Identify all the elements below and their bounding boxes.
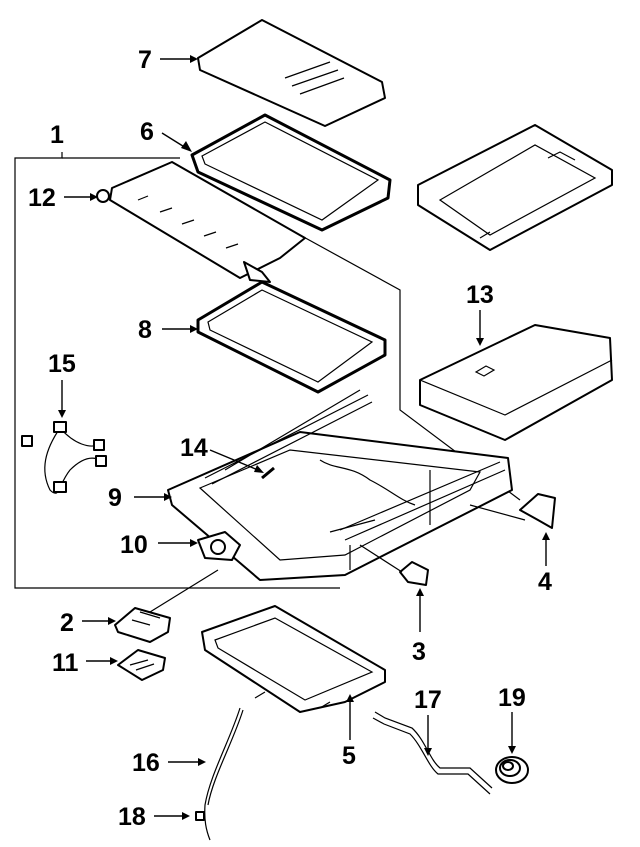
roof-opening-frame: [417, 124, 613, 251]
leader-lines: [58, 55, 550, 820]
drain-hose: [204, 707, 244, 841]
callout-labels: 1 2 3 4 5 6 7 8 9 10 11 12 13 14 15 16 1…: [28, 46, 552, 831]
hose-clip: [195, 811, 205, 821]
front-frame-deflector: [96, 161, 306, 283]
callout-5: 5: [342, 742, 356, 770]
drain-tube: [372, 711, 493, 795]
callout-6: 6: [140, 118, 154, 146]
glass-panel: [197, 19, 386, 127]
panel-seal: [196, 280, 387, 394]
callout-4: 4: [538, 568, 552, 596]
callout-8: 8: [138, 316, 152, 344]
callout-9: 9: [108, 484, 122, 512]
switch-bezel: [114, 569, 219, 643]
callout-12: 12: [28, 184, 56, 212]
small-bracket: [359, 544, 429, 586]
callout-19: 19: [498, 684, 526, 712]
callout-1: 1: [50, 121, 64, 149]
glass-weatherstrip: [190, 113, 392, 232]
callout-2: 2: [60, 609, 74, 637]
callout-14: 14: [180, 434, 208, 462]
drive-motor: [197, 531, 241, 561]
wiring-harness: [21, 421, 107, 494]
callout-15: 15: [48, 350, 76, 378]
sunshade-panel: [419, 324, 613, 441]
callout-16: 16: [132, 749, 160, 777]
callout-11: 11: [52, 649, 79, 677]
inner-trim-frame: [201, 605, 386, 713]
callout-3: 3: [412, 638, 426, 666]
sunroof-switch: [117, 649, 166, 681]
callout-17: 17: [414, 686, 442, 714]
callout-13: 13: [466, 281, 494, 309]
callout-10: 10: [120, 531, 148, 559]
grommet: [495, 756, 529, 784]
callout-7: 7: [138, 46, 152, 74]
callout-18: 18: [118, 803, 146, 831]
rear-bracket: [469, 493, 556, 529]
